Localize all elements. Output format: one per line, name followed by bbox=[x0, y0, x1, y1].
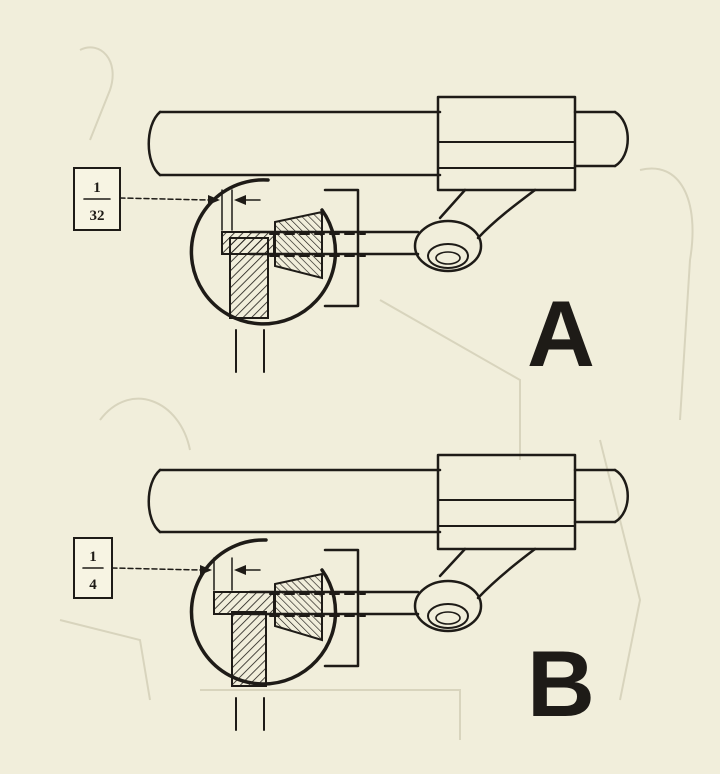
eyelet bbox=[413, 579, 483, 633]
panel-letter-a: A bbox=[527, 281, 595, 386]
bar-section bbox=[221, 231, 275, 255]
fraction-denominator: 4 bbox=[89, 577, 97, 593]
panel-b: 1 4 B bbox=[73, 453, 629, 736]
fraction-denominator: 32 bbox=[90, 208, 105, 224]
panel-a: 1 32 A bbox=[73, 95, 629, 386]
bracket-plate bbox=[323, 548, 360, 668]
clearance-indicator bbox=[111, 557, 261, 591]
bracket-plate bbox=[323, 188, 360, 308]
cone-section bbox=[274, 210, 323, 280]
shaft bbox=[147, 468, 629, 534]
clearance-indicator bbox=[119, 189, 261, 231]
background-ghost-lines bbox=[59, 46, 694, 740]
collar-block bbox=[436, 95, 577, 240]
shaft bbox=[147, 110, 629, 177]
fraction-label-b: 1 4 bbox=[73, 537, 113, 599]
post-section bbox=[231, 611, 267, 687]
cone-section bbox=[274, 572, 323, 642]
fraction-numerator: 1 bbox=[93, 180, 101, 196]
eyelet bbox=[413, 219, 483, 273]
bar-section bbox=[213, 591, 275, 615]
magnifier-circle bbox=[189, 538, 338, 686]
fraction-label-a: 1 32 bbox=[73, 167, 121, 231]
collar-block bbox=[436, 453, 577, 600]
panel-letter-b: B bbox=[527, 631, 595, 736]
fraction-numerator: 1 bbox=[89, 549, 97, 565]
